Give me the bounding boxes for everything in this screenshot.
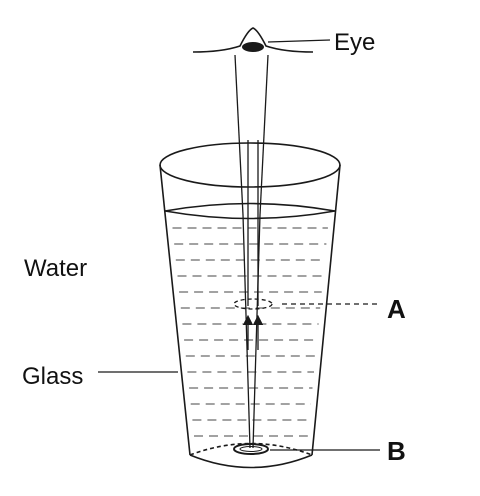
eye-label: Eye (334, 29, 375, 56)
water-label: Water (24, 255, 87, 282)
glass-outline (159, 142, 341, 469)
water-body (172, 227, 328, 437)
glass-label: Glass (22, 363, 83, 390)
image-coin (233, 298, 273, 310)
light-rays (234, 54, 269, 449)
point-b-label: B (387, 436, 406, 466)
point-a-label: A (387, 294, 406, 324)
eye-icon (192, 27, 314, 53)
object-coin (233, 443, 269, 455)
water-surface (164, 202, 336, 220)
eye-leader (267, 39, 331, 43)
